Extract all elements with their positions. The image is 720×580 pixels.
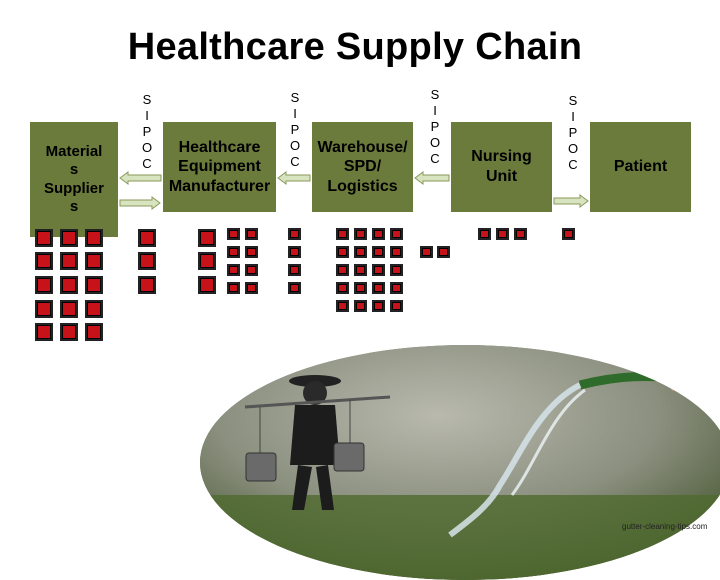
part-square — [354, 264, 367, 276]
part-square — [372, 246, 385, 258]
part-square — [390, 300, 403, 312]
arrow-left-1 — [119, 171, 162, 185]
arrow-right-2 — [553, 194, 589, 208]
part-square — [85, 252, 103, 270]
part-square — [60, 276, 78, 294]
part-square — [478, 228, 491, 240]
part-square — [198, 229, 216, 247]
part-square — [60, 252, 78, 270]
sipoc-label-4: S I P O C — [567, 93, 579, 172]
part-square — [227, 228, 240, 240]
part-square — [336, 264, 349, 276]
part-square — [420, 246, 433, 258]
page-title: Healthcare Supply Chain — [127, 26, 583, 68]
part-square — [354, 300, 367, 312]
part-square — [227, 264, 240, 276]
arrow-right-1 — [119, 196, 161, 210]
photo-illustration — [200, 345, 720, 580]
part-square — [138, 229, 156, 247]
part-square — [437, 246, 450, 258]
part-square — [288, 228, 301, 240]
part-square — [85, 300, 103, 318]
part-square — [336, 246, 349, 258]
part-square — [198, 276, 216, 294]
part-square — [85, 276, 103, 294]
part-square — [354, 228, 367, 240]
part-square — [35, 300, 53, 318]
part-square — [35, 323, 53, 341]
part-square — [138, 252, 156, 270]
part-square — [85, 229, 103, 247]
flow-arrows — [119, 171, 589, 210]
arrow-left-2 — [277, 171, 311, 185]
part-square — [288, 246, 301, 258]
part-square — [354, 246, 367, 258]
supply-delivery-photo — [200, 345, 720, 580]
sipoc-label-2: S I P O C — [289, 90, 301, 169]
part-square — [336, 228, 349, 240]
part-square — [390, 228, 403, 240]
part-square — [390, 264, 403, 276]
material-suppliers-label: Material s Supplier s — [43, 142, 104, 215]
part-square — [562, 228, 575, 240]
part-square — [372, 228, 385, 240]
patient-label: Patient — [613, 158, 668, 176]
nursing-unit-label: Nursing Unit — [471, 148, 532, 185]
part-square — [227, 246, 240, 258]
equipment-manufacturer-label: Healthcare Equipment Manufacturer — [168, 138, 271, 195]
part-square — [227, 282, 240, 294]
part-square — [245, 228, 258, 240]
part-square — [336, 300, 349, 312]
warehouse-box: Warehouse/ SPD/ Logistics — [312, 122, 413, 212]
sipoc-label-1: S I P O C — [141, 92, 153, 171]
part-square — [372, 300, 385, 312]
nursing-unit-box: Nursing Unit — [451, 122, 552, 212]
part-square — [288, 282, 301, 294]
part-square — [60, 323, 78, 341]
part-square — [35, 252, 53, 270]
photo-credit: gutter-cleaning-tips.com — [622, 522, 708, 531]
part-square — [35, 276, 53, 294]
part-square — [288, 264, 301, 276]
part-square — [85, 323, 103, 341]
part-square — [138, 276, 156, 294]
part-square — [390, 282, 403, 294]
part-square — [496, 228, 509, 240]
patient-box: Patient — [590, 122, 691, 212]
part-square — [372, 282, 385, 294]
warehouse-label: Warehouse/ SPD/ Logistics — [317, 138, 408, 195]
part-square — [60, 229, 78, 247]
equipment-manufacturer-box: Healthcare Equipment Manufacturer — [163, 122, 276, 212]
part-square — [245, 282, 258, 294]
part-square — [198, 252, 216, 270]
part-square — [60, 300, 78, 318]
part-square — [245, 246, 258, 258]
part-square — [35, 229, 53, 247]
sipoc-label-3: S I P O C — [429, 87, 441, 166]
material-suppliers-box: Material s Supplier s — [30, 122, 118, 237]
part-square — [245, 264, 258, 276]
part-square — [354, 282, 367, 294]
part-square — [372, 264, 385, 276]
part-square — [390, 246, 403, 258]
part-square — [514, 228, 527, 240]
arrow-left-3 — [414, 171, 450, 185]
part-square — [336, 282, 349, 294]
